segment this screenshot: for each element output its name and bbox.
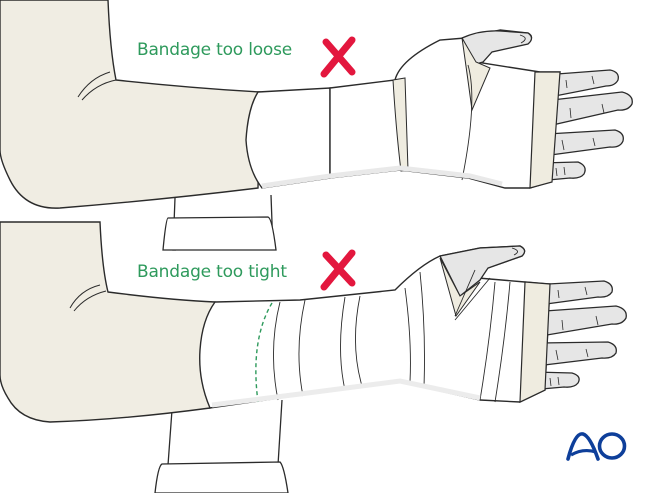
constriction-line xyxy=(255,302,273,403)
ao-logo-icon xyxy=(566,432,627,461)
panel-loose-arm xyxy=(0,0,633,251)
panel-tight-arm xyxy=(0,221,627,493)
label-bandage-too-loose: Bandage too loose xyxy=(137,40,293,60)
label-bandage-too-tight: Bandage too tight xyxy=(137,262,287,282)
cross-mark-icon xyxy=(320,36,356,78)
cross-mark-icon xyxy=(320,249,356,291)
